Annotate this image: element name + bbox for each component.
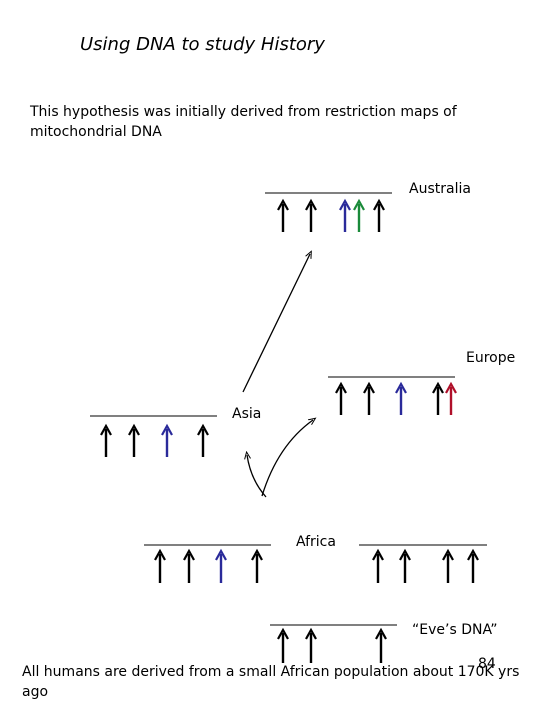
restriction-site-arrow-icon — [373, 198, 385, 232]
restriction-site-arrow-icon — [339, 198, 351, 232]
label-europe: Europe — [466, 350, 516, 366]
restriction-site-arrow-icon — [100, 423, 112, 457]
restriction-site-arrow-icon — [467, 548, 479, 583]
restriction-site-arrow-icon — [305, 198, 317, 232]
restriction-site-arrow-icon — [251, 548, 263, 583]
migration-africa-to-europe — [261, 420, 313, 497]
restriction-map-eve — [270, 624, 397, 663]
restriction-site-arrow-icon — [353, 198, 365, 232]
restriction-site-arrow-icon — [363, 381, 375, 415]
slide-title: Using DNA to study History — [80, 34, 325, 55]
restriction-map-asia — [90, 415, 217, 457]
restriction-site-arrow-icon — [277, 198, 289, 232]
label-australia: Australia — [409, 181, 471, 197]
restriction-map-australia — [265, 192, 392, 232]
restriction-site-arrow-icon — [277, 627, 289, 663]
restriction-site-arrow-icon — [161, 423, 173, 457]
restriction-site-arrow-icon — [128, 423, 140, 457]
migration-asia-to-australia — [242, 254, 310, 393]
intro-text: This hypothesis was initially derived fr… — [30, 104, 457, 140]
restriction-map-africa-2 — [359, 544, 487, 583]
restriction-site-arrow-icon — [445, 381, 457, 415]
restriction-site-arrow-icon — [197, 423, 209, 457]
restriction-site-arrow-icon — [432, 381, 444, 415]
migration-arrows — [242, 254, 313, 498]
restriction-site-arrow-icon — [154, 548, 166, 583]
restriction-site-arrow-icon — [335, 381, 347, 415]
label-africa: Africa — [296, 534, 336, 550]
restriction-site-arrow-icon — [399, 548, 411, 583]
restriction-site-arrow-icon — [183, 548, 195, 583]
migration-africa-to-asia — [247, 455, 267, 498]
restriction-site-arrow-icon — [372, 548, 384, 583]
restriction-site-arrow-icon — [375, 627, 387, 663]
restriction-site-arrow-icon — [442, 548, 454, 583]
label-asia: Asia — [232, 406, 262, 422]
label-eves-dna: “Eve’s DNA” — [412, 622, 498, 638]
restriction-map-africa — [144, 544, 271, 583]
restriction-site-arrow-icon — [215, 548, 227, 583]
restriction-site-arrow-icon — [395, 381, 407, 415]
restriction-map-europe — [328, 376, 457, 415]
conclusion-text: All humans are derived from a small Afri… — [22, 664, 520, 700]
slide-number: 84 — [478, 656, 496, 672]
restriction-site-arrow-icon — [305, 627, 317, 663]
